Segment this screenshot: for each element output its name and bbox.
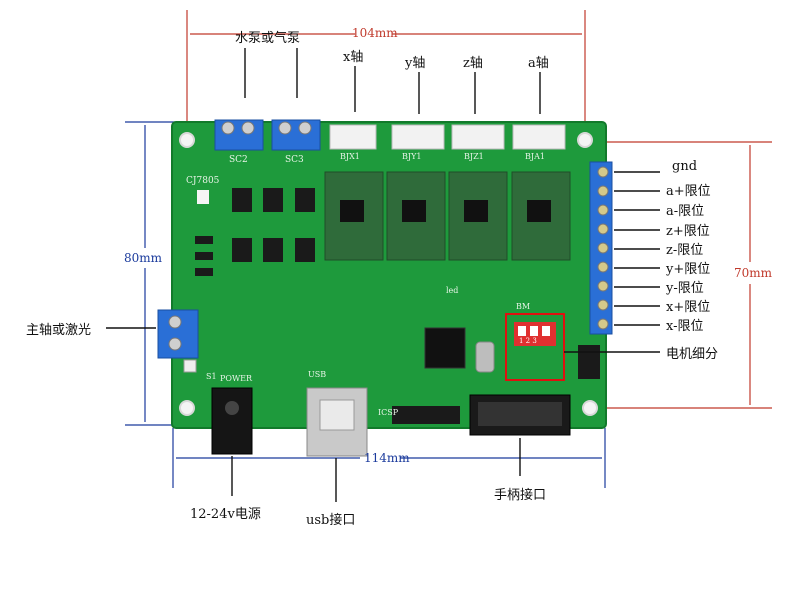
mcu-chip: [424, 327, 466, 369]
spindle-label: 主轴或激光: [26, 323, 92, 338]
regulator-pad: [197, 190, 209, 204]
power-jack: [211, 387, 253, 455]
limit-label-y-plus: y+限位: [666, 262, 711, 277]
top-dimension-label: 104mm: [352, 26, 398, 40]
icsp-header: [392, 406, 460, 424]
silk-cj7805: CJ7805: [186, 176, 220, 186]
left-dimension-label: 80mm: [124, 251, 163, 265]
limit-label-z-plus: z+限位: [666, 224, 710, 239]
limit-label-x-plus: x+限位: [666, 300, 711, 315]
limit-label-z-minus: z-限位: [666, 243, 704, 258]
limit-label-a-minus: a-限位: [666, 204, 705, 219]
pointer-lines: [106, 48, 660, 502]
handle-label: 手柄接口: [494, 488, 547, 503]
limit-label-x-minus: x-限位: [666, 319, 704, 334]
silk-usb: USB: [308, 370, 327, 379]
silk-power: POWER: [220, 374, 253, 383]
pump-terminals: [214, 119, 321, 151]
right-dimension: [590, 141, 772, 409]
bottom-dimension: [172, 428, 606, 488]
silk-sc2: SC2: [229, 155, 248, 165]
jumper-p2: [578, 345, 600, 379]
limit-label-gnd: gnd: [672, 159, 698, 174]
z-axis-label: z轴: [463, 56, 483, 71]
power-label: 12-24v电源: [190, 507, 261, 522]
mosfets: [195, 188, 315, 276]
stepper-drivers: [324, 171, 571, 261]
limit-label-y-minus: y-限位: [666, 281, 704, 296]
limit-label-a-plus: a+限位: [666, 184, 711, 199]
silk-led: led: [446, 286, 459, 295]
handle-header: [469, 394, 571, 436]
y-axis-label: y轴: [405, 56, 426, 71]
motor-connectors: [329, 124, 566, 150]
silk-bja1: BJA1: [525, 152, 545, 161]
dip-switch: [505, 313, 565, 381]
silk-bjz1: BJZ1: [464, 152, 484, 161]
top-dimension: [186, 10, 586, 130]
microstep-label: 电机细分: [666, 347, 719, 362]
reset-button: [183, 359, 197, 373]
silk-bjy1: BJY1: [402, 152, 422, 161]
limit-terminal-strip: [589, 161, 613, 335]
silk-sc3: SC3: [285, 155, 304, 165]
x-axis-label: x轴: [343, 50, 364, 65]
bottom-dimension-label: 114mm: [364, 451, 410, 465]
a-axis-label: a轴: [528, 56, 549, 71]
usb-connector: [306, 387, 368, 457]
silk-s1: S1: [206, 372, 217, 381]
silk-bm: BM: [516, 302, 531, 311]
silk-dip-nums: 1 2 3: [519, 337, 537, 345]
spindle-terminal: [157, 309, 199, 359]
silk-bjx1: BJX1: [340, 152, 360, 161]
usb-label: usb接口: [306, 513, 356, 528]
right-dimension-label: 70mm: [734, 266, 773, 280]
pcb-board: [157, 119, 613, 457]
pump-label: 水泵或气泵: [235, 31, 301, 46]
silk-icsp: ICSP: [378, 408, 399, 417]
crystal: [475, 341, 495, 373]
